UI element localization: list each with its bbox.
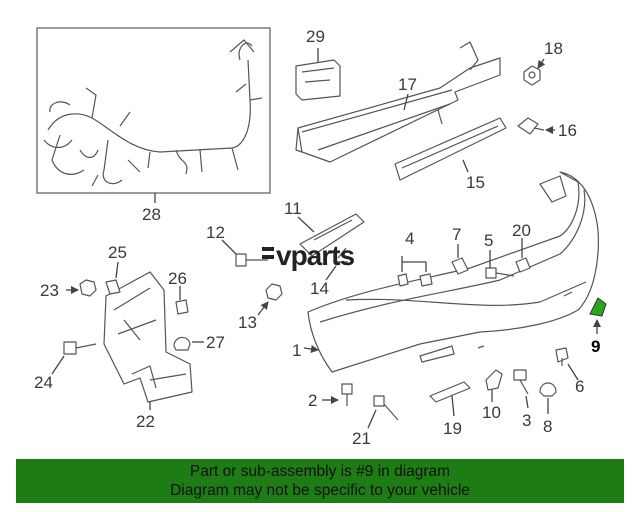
bolt-24[interactable] (63, 341, 97, 355)
callout-4: 4 (405, 229, 414, 248)
callouts: 1 2 3 4 5 6 7 8 9 10 11 12 13 14 15 16 1… (34, 27, 600, 448)
bolt-21[interactable] (373, 395, 399, 421)
svg-text:vparts: vparts (276, 240, 354, 271)
callout-20: 20 (512, 221, 531, 240)
callout-26: 26 (168, 269, 187, 288)
nut-18[interactable] (523, 65, 541, 86)
callout-11: 11 (284, 199, 302, 218)
callout-7: 7 (452, 225, 461, 244)
energy-absorber[interactable] (394, 117, 507, 181)
callout-19: 19 (443, 419, 462, 438)
cap-8[interactable] (539, 382, 557, 397)
callout-14: 14 (310, 279, 329, 298)
callout-12: 12 (206, 223, 225, 242)
retainer-14[interactable] (334, 247, 348, 263)
clip-7[interactable] (451, 257, 469, 275)
callout-16: 16 (558, 121, 577, 140)
callout-10: 10 (482, 403, 501, 422)
callout-24: 24 (34, 373, 53, 392)
banner-line-2: Diagram may not be specific to your vehi… (170, 482, 470, 499)
bracket-29[interactable] (295, 59, 341, 101)
callout-15: 15 (466, 173, 485, 192)
callout-27: 27 (206, 333, 225, 352)
bolt-12[interactable] (235, 253, 268, 267)
callout-13: 13 (238, 313, 257, 332)
bumper-cover[interactable] (307, 171, 599, 373)
clip-25[interactable] (105, 279, 121, 295)
screw-5[interactable] (485, 267, 515, 279)
clip-27[interactable] (173, 336, 191, 351)
callout-3: 3 (522, 411, 531, 430)
callout-28: 28 (142, 205, 161, 224)
side-bracket-11[interactable] (299, 213, 365, 257)
bracket-10[interactable] (485, 369, 503, 391)
clip-26[interactable] (175, 299, 189, 315)
info-banner: Part or sub-assembly is #9 in diagram Di… (16, 459, 624, 503)
nut-13[interactable] (265, 283, 283, 301)
clip-16[interactable] (517, 117, 545, 135)
bolt-3[interactable] (513, 369, 529, 395)
callout-2: 2 (308, 391, 317, 410)
vparts-logo: vparts (262, 240, 355, 271)
callout-8: 8 (543, 417, 552, 436)
callout-25: 25 (108, 243, 127, 262)
callout-5: 5 (484, 231, 493, 250)
callout-1: 1 (292, 341, 301, 360)
bumper-reinforcement[interactable] (295, 41, 501, 163)
callout-17: 17 (398, 75, 417, 94)
clip-6[interactable] (555, 347, 569, 366)
callout-23: 23 (40, 281, 59, 300)
callout-18: 18 (544, 39, 563, 58)
bolt-2[interactable] (341, 383, 353, 406)
side-bracket-22[interactable] (103, 271, 193, 403)
highlighted-part-9[interactable] (589, 297, 607, 317)
callout-6: 6 (575, 377, 584, 396)
callout-22: 22 (136, 412, 155, 431)
callout-29: 29 (306, 27, 325, 46)
banner-line-1: Part or sub-assembly is #9 in diagram (189, 463, 451, 480)
fastener-4[interactable] (397, 273, 433, 287)
callout-9: 9 (591, 337, 600, 356)
nut-23[interactable] (79, 279, 97, 297)
molding-19[interactable] (429, 381, 471, 403)
wiring-harness[interactable] (36, 27, 271, 194)
callout-21: 21 (352, 429, 371, 448)
clip-20[interactable] (515, 257, 531, 273)
